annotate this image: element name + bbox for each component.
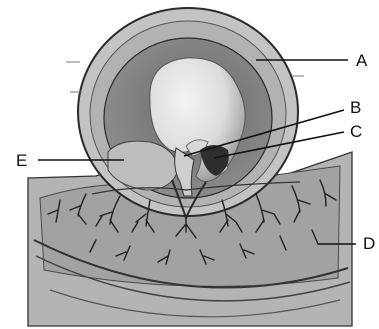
label-a: A [356,51,368,70]
label-b: B [350,98,361,117]
label-c: C [350,122,362,141]
label-d: D [363,234,375,253]
label-e: E [16,151,27,170]
